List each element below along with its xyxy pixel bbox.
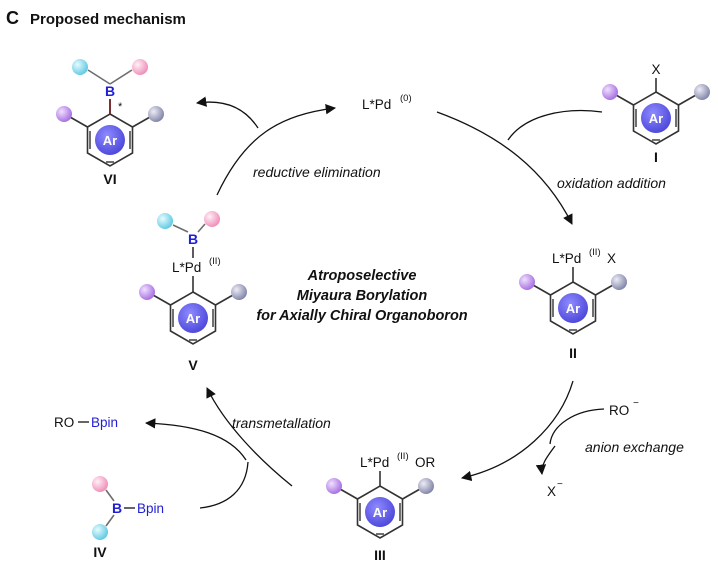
species-v: B L*Pd (II) V [138, 211, 248, 373]
arrow-ro-joining [549, 408, 605, 445]
species-i: X I [601, 62, 711, 165]
cyan-ball [92, 524, 108, 540]
center-title-line2: Miyaura Borylation [297, 288, 428, 304]
center-title-line3: for Axially Chiral Organoboron [256, 308, 467, 324]
species-pd0: L*Pd (0) [362, 93, 412, 112]
arrow-x-leaving [535, 445, 556, 476]
boron-label: B [188, 231, 198, 247]
arrow-ii-to-iii [460, 380, 574, 482]
label-vi: VI [103, 171, 116, 187]
ring-label: Ar [186, 311, 200, 326]
i-x: X [651, 62, 660, 77]
ring-label: Ar [373, 505, 387, 520]
ii-pd-sup: (II) [589, 247, 601, 258]
pd0-main: L*Pd [362, 97, 391, 112]
panel-title: Proposed mechanism [30, 11, 186, 28]
x-minus-sup: − [557, 479, 563, 490]
iii-pd-sup: (II) [397, 451, 409, 462]
ii-pd-tail: X [607, 251, 616, 266]
cyan-ball [72, 59, 88, 75]
species-iii: L*Pd (II) OR III [325, 451, 436, 563]
arrow-pd0-to-ii [436, 111, 573, 225]
label-i: I [654, 149, 658, 165]
iv-bpin: Bpin [137, 501, 164, 516]
ii-pd-main: L*Pd [552, 251, 581, 266]
boron-label: B [105, 83, 115, 99]
ring-label: Ar [566, 301, 580, 316]
stereo-star: * [118, 101, 123, 113]
label-v: V [188, 357, 198, 373]
arrow-iv-joining [199, 461, 249, 509]
arrow-ro-bpin-leaving [144, 418, 247, 461]
arrow-to-vi [195, 96, 259, 129]
arrow-v-to-pd0 [216, 104, 337, 196]
step-reductive-elimination: reductive elimination [253, 164, 381, 180]
species-ii: L*Pd (II) X II [518, 247, 628, 361]
pink-ball [132, 59, 148, 75]
boron-label: B [112, 500, 122, 516]
label-ii: II [569, 345, 577, 361]
ro-bpin-bpin: Bpin [91, 415, 118, 430]
arrow-i-joining [507, 109, 603, 141]
species-iv: B Bpin IV [92, 476, 164, 560]
center-title-line1: Atroposelective [307, 268, 417, 284]
ro-minus-sup: − [633, 398, 639, 409]
ring-label: Ar [103, 133, 117, 148]
ro-minus-main: RO [609, 403, 629, 418]
ring-label: Ar [649, 111, 663, 126]
pink-ball [204, 211, 220, 227]
cyan-ball [157, 213, 173, 229]
label-iii: III [374, 547, 386, 563]
species-vi: B * VI [55, 59, 165, 187]
arrow-iii-to-v [206, 387, 293, 487]
pink-ball [92, 476, 108, 492]
ro-bpin-product: RO Bpin [54, 415, 118, 430]
v-pd-main: L*Pd [172, 260, 201, 275]
panel-letter: C [6, 8, 19, 28]
iii-pd-main: L*Pd [360, 455, 389, 470]
step-transmetallation: transmetallation [232, 415, 331, 431]
x-minus-main: X [547, 484, 556, 499]
v-pd-sup: (II) [209, 256, 221, 267]
step-anion-exchange: anion exchange [585, 439, 684, 455]
label-iv: IV [93, 544, 107, 560]
pd0-sup: (0) [400, 93, 412, 104]
iii-pd-tail: OR [415, 455, 436, 470]
ro-bpin-ro: RO [54, 415, 74, 430]
step-oxidation-addition: oxidation addition [557, 175, 666, 191]
